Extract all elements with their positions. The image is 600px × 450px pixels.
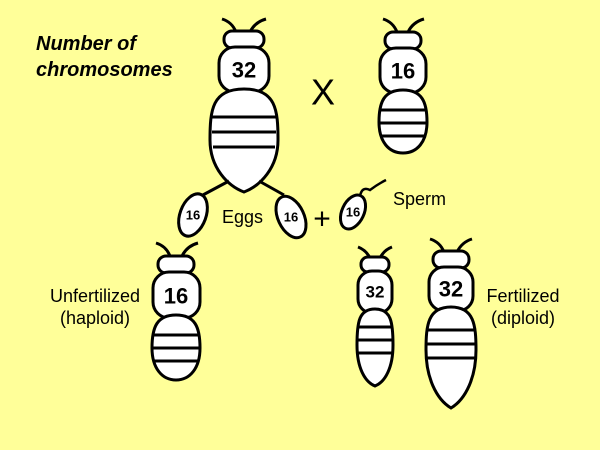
egg-left: 16	[177, 192, 209, 238]
egg-right: 16	[274, 194, 308, 240]
egg-left-shape	[177, 192, 209, 238]
egg-right-count: 16	[284, 210, 298, 225]
unfertilized-drone-antenna-left	[155, 241, 172, 257]
fertilized-worker-bee	[355, 245, 395, 388]
title: Number of chromosomes	[36, 31, 173, 83]
sperm-head	[338, 193, 368, 231]
unfertilized-drone-antenna-right	[180, 241, 199, 257]
queen-abdomen	[208, 87, 280, 194]
fertilized-label-line-2: (diploid)	[490, 308, 556, 328]
new-queen-count: 32	[439, 277, 463, 302]
egg-right-shape	[274, 194, 308, 240]
queen-count: 32	[232, 58, 256, 83]
worker-count: 32	[366, 283, 385, 302]
drone-parent-antenna-right	[406, 17, 425, 33]
title-line-1: Number of	[36, 33, 136, 55]
sperm-label: Sperm	[393, 189, 447, 209]
unfertilized-label-line-2: (haploid)	[59, 308, 131, 328]
queen-head	[222, 29, 266, 50]
unfertilized-drone-count: 16	[164, 284, 188, 309]
unfertilized-drone-bee	[150, 241, 202, 382]
new-queen-head	[431, 249, 471, 270]
sperm-count: 16	[346, 205, 360, 220]
fertilized-queen-bee	[424, 237, 478, 410]
unfertilized-label: Unfertilized (haploid)	[40, 285, 150, 329]
eggs-label: Eggs	[222, 207, 264, 227]
worker-abdomen	[355, 307, 395, 388]
sperm-tail	[358, 178, 387, 197]
egg-left-count: 16	[186, 208, 200, 223]
egg-line-left	[200, 179, 230, 198]
drone-parent-head	[383, 30, 423, 51]
cross-symbol: X	[311, 72, 335, 113]
title-line-2: chromosomes	[36, 59, 173, 81]
sperm: 16	[338, 178, 387, 231]
fertilized-label: Fertilized (diploid)	[478, 285, 568, 329]
queen-bee	[200, 17, 285, 198]
fertilized-label-line-1: Fertilized	[486, 286, 560, 306]
egg-line-right	[258, 179, 285, 197]
drone-parent-bee	[377, 17, 429, 155]
unfertilized-drone-head	[156, 254, 196, 275]
plus-symbol: +	[313, 203, 331, 236]
unfertilized-label-line-1: Unfertilized	[49, 286, 141, 306]
drone-parent-count: 16	[391, 59, 415, 84]
drone-parent-antenna-left	[382, 17, 399, 33]
